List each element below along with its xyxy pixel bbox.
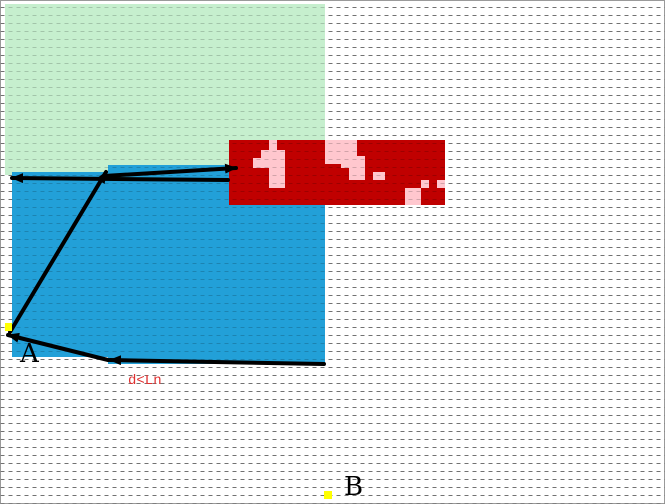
arrow-to-point-a: [6, 332, 110, 362]
arrow-to-red-region: [102, 163, 238, 178]
point-a-label: A: [19, 339, 40, 369]
arrow-bottom: [108, 355, 326, 366]
distance-annotation: d<Ln: [128, 373, 162, 389]
point-a-marker: [5, 323, 12, 331]
point-b-marker: [324, 491, 332, 499]
arrow-top-left: [10, 173, 230, 184]
point-b-label: B: [344, 472, 363, 502]
arrow-diagonal-up: [8, 170, 108, 334]
